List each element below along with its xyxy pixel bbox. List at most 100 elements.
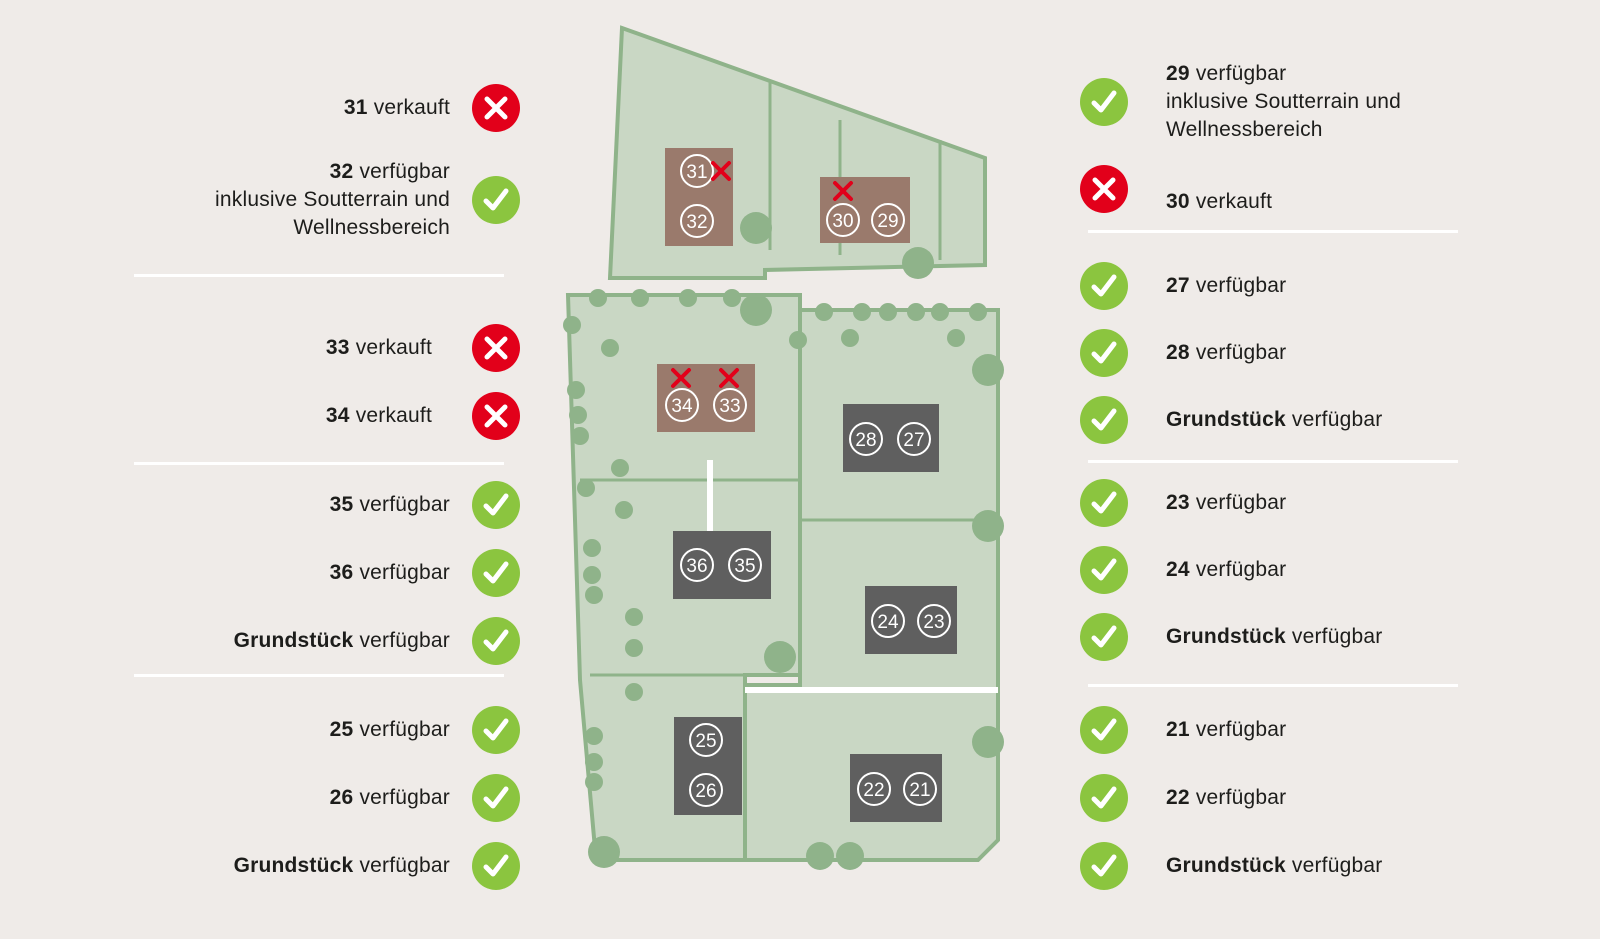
unit-status: verfügbar bbox=[1195, 274, 1287, 297]
legend-label: Grundstück verfügbar bbox=[1166, 852, 1382, 880]
legend-item-30: 30 verkauft bbox=[1080, 162, 1500, 216]
unit-number: 22 bbox=[1166, 786, 1190, 809]
unit-number: 30 bbox=[1166, 190, 1190, 213]
house-30-29 bbox=[820, 177, 910, 243]
cross-icon bbox=[472, 392, 520, 440]
unit-number: Grundstück bbox=[233, 629, 354, 652]
unit-status: verkauft bbox=[1195, 190, 1273, 213]
legend-item-22: 22 verfügbar bbox=[1080, 774, 1500, 822]
unit-number: 31 bbox=[343, 96, 368, 119]
unit-number: 26 bbox=[329, 786, 354, 809]
unit-number: Grundstück bbox=[1166, 854, 1286, 877]
house-24-23 bbox=[865, 586, 957, 654]
unit-note: Wellnessbereich bbox=[1166, 118, 1323, 141]
house-label-36: 36 bbox=[686, 556, 707, 577]
house-label-22: 22 bbox=[863, 780, 884, 801]
unit-status: verfügbar bbox=[1195, 62, 1287, 85]
house-label-25: 25 bbox=[695, 731, 716, 752]
cross-icon bbox=[1080, 165, 1128, 213]
legend-label: Grundstück verfügbar bbox=[234, 627, 450, 655]
legend-item-plot: Grundstück verfügbar bbox=[0, 617, 520, 665]
unit-status: verfügbar bbox=[1291, 408, 1383, 431]
check-icon bbox=[1080, 78, 1128, 126]
divider bbox=[1088, 684, 1458, 687]
legend-label: Grundstück verfügbar bbox=[1166, 406, 1382, 434]
house-label-29: 29 bbox=[877, 211, 898, 232]
house-label-32: 32 bbox=[686, 212, 707, 233]
house-label-23: 23 bbox=[923, 612, 944, 633]
house-label-33: 33 bbox=[719, 396, 740, 417]
legend-item-plot: Grundstück verfügbar bbox=[1080, 842, 1500, 890]
check-icon bbox=[472, 617, 520, 665]
legend-label: 24 verfügbar bbox=[1166, 556, 1286, 584]
unit-number: 21 bbox=[1166, 718, 1190, 741]
check-icon bbox=[1080, 546, 1128, 594]
unit-number: 29 bbox=[1166, 62, 1190, 85]
unit-note: inklusive Soutterrain und bbox=[215, 188, 450, 211]
unit-status: verfügbar bbox=[359, 629, 450, 652]
house-34-33 bbox=[657, 364, 755, 432]
divider bbox=[1088, 230, 1458, 233]
house-22-21 bbox=[850, 754, 942, 822]
unit-status: verfügbar bbox=[359, 718, 450, 741]
check-icon bbox=[472, 176, 520, 224]
cross-icon bbox=[472, 324, 520, 372]
unit-status: verfügbar bbox=[1195, 718, 1287, 741]
legend-label: 34 verkauft bbox=[326, 402, 432, 430]
legend-label: 36 verfügbar bbox=[330, 559, 450, 587]
unit-number: 34 bbox=[325, 404, 350, 427]
unit-status: verfügbar bbox=[1195, 786, 1287, 809]
sold-mark-31-icon bbox=[711, 161, 731, 181]
check-icon bbox=[472, 774, 520, 822]
legend-item-34: 34 verkauft bbox=[0, 392, 520, 440]
check-icon bbox=[1080, 706, 1128, 754]
legend-item-36: 36 verfügbar bbox=[0, 549, 520, 597]
legend-item-31: 31 verkauft bbox=[0, 84, 520, 132]
unit-status: verfügbar bbox=[359, 786, 450, 809]
divider bbox=[134, 462, 504, 465]
unit-number: 35 bbox=[329, 493, 354, 516]
legend-label: 35 verfügbar bbox=[330, 491, 450, 519]
house-label-30: 30 bbox=[832, 211, 853, 232]
house-label-21: 21 bbox=[909, 780, 930, 801]
unit-status: verkauft bbox=[355, 404, 432, 427]
legend-label: 26 verfügbar bbox=[330, 784, 450, 812]
legend-label: 25 verfügbar bbox=[330, 716, 450, 744]
check-icon bbox=[1080, 329, 1128, 377]
trees bbox=[563, 212, 1004, 870]
unit-number: Grundstück bbox=[233, 854, 354, 877]
unit-status: verfügbar bbox=[1291, 854, 1383, 877]
legend-item-21: 21 verfügbar bbox=[1080, 706, 1500, 754]
divider bbox=[134, 274, 504, 277]
legend-item-33: 33 verkauft bbox=[0, 324, 520, 372]
unit-status: verfügbar bbox=[359, 561, 450, 584]
unit-status: verfügbar bbox=[1195, 491, 1287, 514]
unit-number: 36 bbox=[329, 561, 354, 584]
houses: 31 32 30 29 34 33 28 27 36 35 24 23 25 2… bbox=[657, 148, 957, 822]
sold-mark-33-icon bbox=[719, 368, 739, 388]
legend-label: Grundstück verfügbar bbox=[1166, 623, 1382, 651]
legend-label: 33 verkauft bbox=[326, 334, 432, 362]
unit-status: verfügbar bbox=[1291, 625, 1383, 648]
house-label-28: 28 bbox=[855, 430, 876, 451]
unit-number: 23 bbox=[1166, 491, 1190, 514]
legend-label: 23 verfügbar bbox=[1166, 489, 1286, 517]
unit-note: inklusive Soutterrain und bbox=[1166, 90, 1401, 113]
unit-number: 32 bbox=[329, 160, 354, 183]
unit-number: Grundstück bbox=[1166, 625, 1286, 648]
unit-number: 28 bbox=[1166, 341, 1190, 364]
house-label-26: 26 bbox=[695, 781, 716, 802]
legend-item-28: 28 verfügbar bbox=[1080, 329, 1500, 377]
divider bbox=[134, 674, 504, 677]
check-icon bbox=[1080, 842, 1128, 890]
legend-label: 31 verkauft bbox=[344, 94, 450, 122]
check-icon bbox=[472, 481, 520, 529]
legend-item-25: 25 verfügbar bbox=[0, 706, 520, 754]
legend-item-24: 24 verfügbar bbox=[1080, 546, 1500, 594]
unit-number: 33 bbox=[325, 336, 350, 359]
